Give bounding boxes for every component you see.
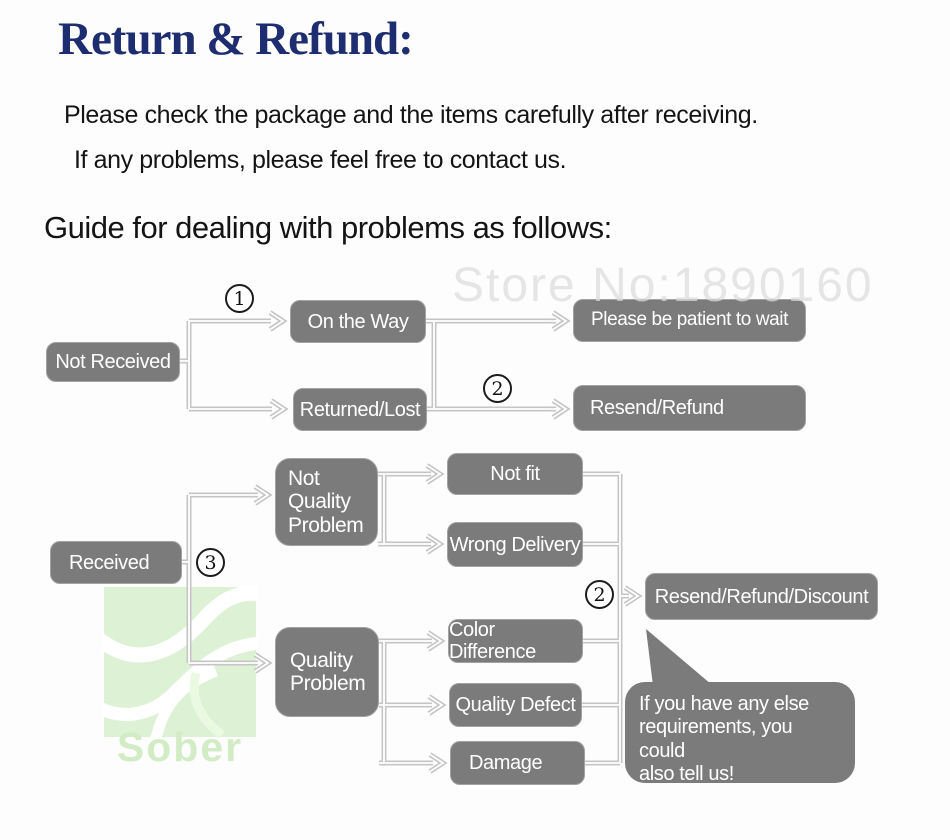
node-not-quality-problem: Not Quality Problem [275, 458, 378, 546]
brand-logo-wordmark: Sober [116, 724, 244, 770]
step-badge-3: 3 [196, 548, 225, 577]
speech-bubble-note: If you have any else requirements, you c… [625, 682, 855, 785]
node-wrong-delivery: Wrong Delivery [447, 522, 583, 567]
node-resend-refund-discount: Resend/Refund/Discount [645, 573, 878, 620]
node-quality-defect: Quality Defect [449, 683, 582, 727]
node-returned-lost: Returned/Lost [293, 388, 427, 431]
node-received: Received [50, 541, 182, 584]
node-please-be-patient: Please be patient to wait [573, 299, 806, 342]
node-not-received: Not Received [46, 342, 180, 382]
page-title: Return & Refund: [58, 13, 414, 65]
step-badge-2: 2 [483, 374, 512, 403]
intro-line-1: Please check the package and the items c… [64, 101, 758, 129]
step-badge-2-alt: 2 [585, 580, 614, 609]
node-on-the-way: On the Way [290, 300, 426, 343]
node-damage: Damage [450, 741, 585, 785]
step-badge-1: 1 [225, 284, 254, 313]
node-not-fit: Not fit [447, 453, 583, 495]
node-resend-refund: Resend/Refund [573, 385, 806, 431]
node-color-difference: Color Difference [448, 619, 583, 663]
speech-bubble-tail [646, 629, 718, 694]
intro-line-2: If any problems, please feel free to con… [74, 146, 567, 174]
node-quality-problem: Quality Problem [275, 627, 379, 717]
guide-heading: Guide for dealing with problems as follo… [44, 210, 612, 245]
